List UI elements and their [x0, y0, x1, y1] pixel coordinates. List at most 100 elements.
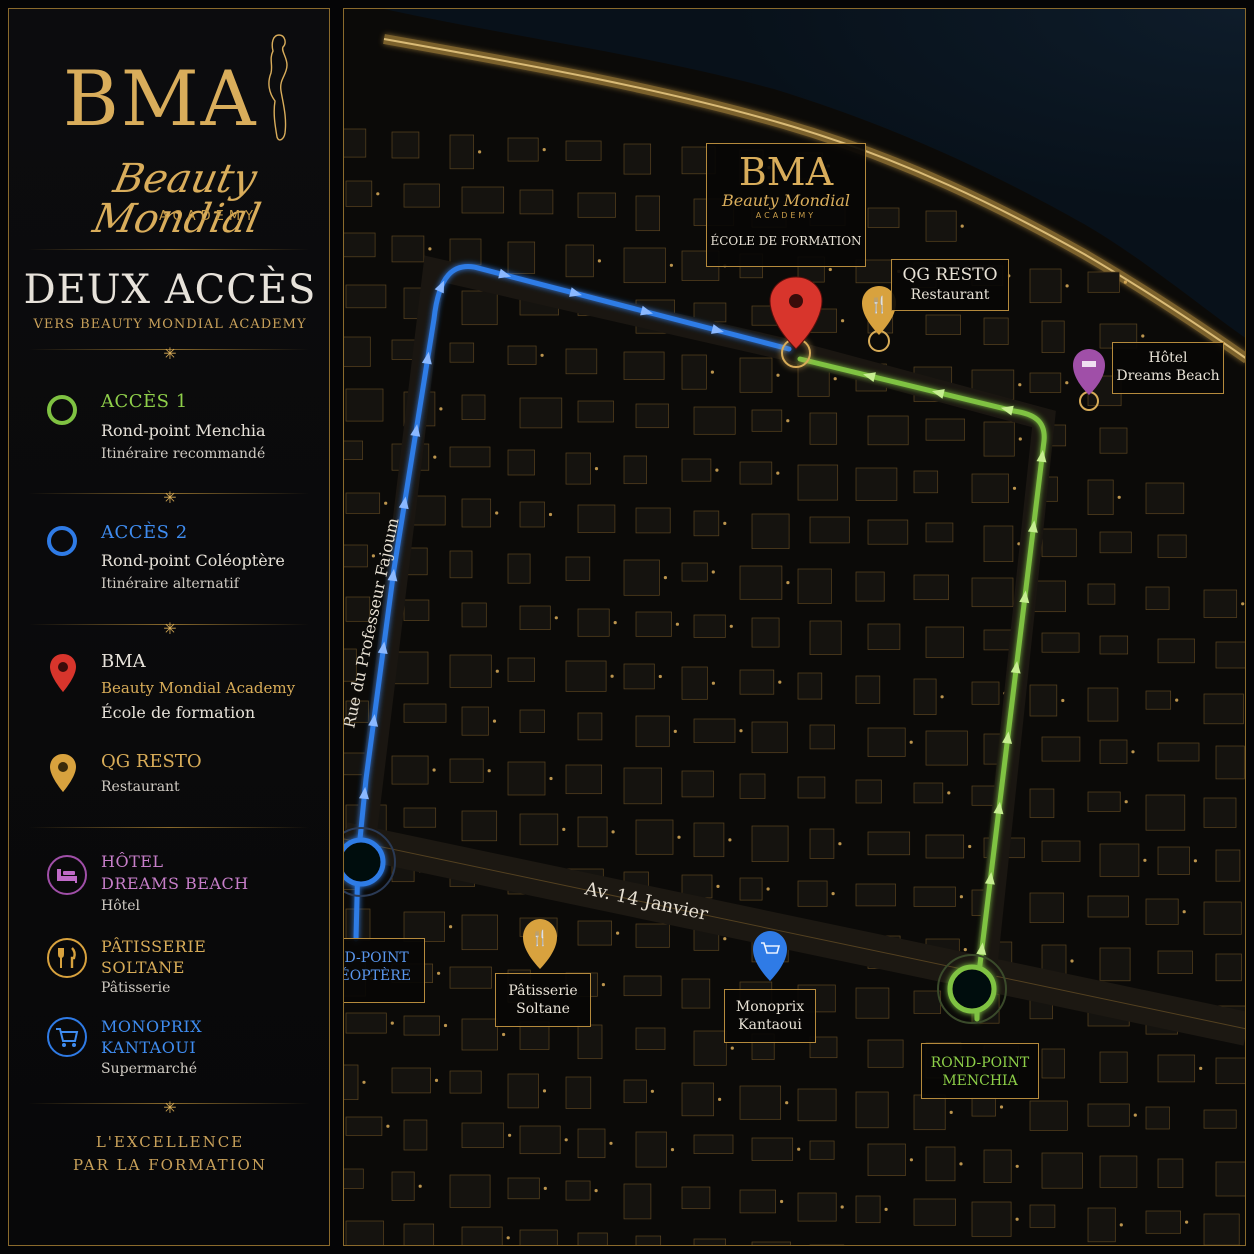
city-block: [577, 1024, 603, 1060]
city-block: [449, 1070, 482, 1094]
street-light: [766, 887, 770, 891]
street-light: [1015, 1217, 1019, 1221]
street-light: [432, 768, 436, 772]
city-block: [1215, 1057, 1245, 1085]
city-block: [344, 648, 357, 682]
city-block: [403, 599, 430, 621]
street-light: [959, 1162, 963, 1166]
legend-patisserie-title1: PÂTISSERIE: [101, 937, 207, 956]
rp-menchia-label[interactable]: ROND-POINT MENCHIA: [921, 1043, 1039, 1099]
city-block: [971, 1097, 996, 1117]
street-light: [597, 259, 601, 263]
city-block: [344, 336, 371, 367]
street-light: [669, 263, 673, 267]
street-light: [609, 1141, 613, 1145]
hotel-label[interactable]: Hôtel Dreams Beach: [1112, 342, 1224, 394]
rp-coleoptere-label[interactable]: ROND-POINT COLÉOPTÈRE: [344, 938, 425, 1003]
bma-card-caption: ÉCOLE DE FORMATION: [710, 234, 862, 248]
city-block: [403, 1119, 428, 1151]
street-light: [650, 1089, 654, 1093]
patisserie-label[interactable]: Pâtisserie Soltane: [495, 973, 591, 1027]
city-block: [635, 611, 672, 637]
route-arrow: [1036, 449, 1047, 463]
city-block: [983, 1149, 1012, 1183]
city-block: [1099, 427, 1128, 454]
city-block: [345, 596, 371, 622]
legend-bma-line2: École de formation: [101, 703, 256, 722]
street-light: [1015, 1164, 1019, 1168]
city-block: [519, 397, 563, 429]
route-arrow: [368, 714, 379, 727]
city-block: [1029, 1100, 1068, 1131]
patisserie-pin[interactable]: 🍴: [523, 919, 557, 969]
street-light: [418, 1184, 422, 1188]
city-map[interactable]: 🍴 🍴 Av. 14 Janvier Rue du Professeur Faj…: [343, 8, 1246, 1246]
city-block: [681, 666, 708, 700]
city-block: [507, 1177, 540, 1200]
qg-resto-label[interactable]: QG RESTO Restaurant: [891, 259, 1009, 311]
legend-access1-line2: Itinéraire recommandé: [101, 446, 266, 462]
city-block: [1041, 1152, 1083, 1189]
street-light: [711, 681, 715, 685]
street-light: [1133, 1113, 1137, 1117]
rp-coleoptere-line1: ROND-POINT: [344, 950, 409, 966]
street-light: [723, 521, 727, 526]
city-block: [681, 770, 714, 798]
legend-monoprix-title2: KANTAOUI: [101, 1038, 197, 1057]
city-block: [1099, 635, 1129, 655]
street-light: [1065, 284, 1069, 288]
city-block: [1145, 482, 1185, 515]
city-block: [867, 727, 906, 757]
roundabout-coleoptere: [344, 827, 396, 897]
legend-access2-title: ACCÈS 2: [101, 522, 188, 543]
street-light: [729, 624, 733, 628]
city-block: [797, 1192, 837, 1222]
street-light: [371, 554, 375, 558]
street-light: [611, 830, 615, 834]
city-block: [623, 975, 662, 997]
city-block: [1029, 372, 1062, 393]
street-light: [1017, 542, 1021, 546]
street-light: [428, 247, 432, 251]
street-light: [386, 1124, 390, 1128]
city-block: [449, 654, 492, 688]
city-block: [1099, 739, 1128, 764]
city-block: [693, 1030, 727, 1066]
city-block: [1099, 843, 1140, 877]
roundabout-menchia: [937, 954, 1007, 1024]
monoprix-label[interactable]: Monoprix Kantaoui: [724, 989, 816, 1043]
bma-card-sub: ACADEMY: [755, 211, 817, 220]
city-block: [971, 473, 1009, 503]
city-block: [461, 1122, 504, 1148]
monoprix-pin[interactable]: [753, 931, 787, 981]
city-block: [1087, 791, 1121, 812]
bma-pin[interactable]: [769, 276, 823, 368]
street-light: [960, 224, 964, 228]
hotel-pin[interactable]: [1073, 349, 1105, 411]
street-light: [594, 467, 599, 471]
bma-card[interactable]: BMA Beauty Mondial ACADEMY ÉCOLE DE FORM…: [706, 143, 866, 267]
city-block: [345, 180, 373, 207]
city-block: [1041, 736, 1081, 762]
map-canvas[interactable]: 🍴 🍴 Av. 14 Janvier Rue du Professeur Faj…: [344, 9, 1246, 1246]
city-block: [1215, 641, 1245, 669]
city-block: [507, 137, 539, 162]
city-block: [391, 1171, 415, 1201]
city-block: [925, 730, 968, 766]
qg-resto-pin[interactable]: 🍴: [862, 286, 896, 352]
city-block: [681, 1082, 714, 1117]
street-light: [1241, 602, 1245, 606]
svg-text:🍴: 🍴: [869, 295, 889, 314]
city-block: [739, 1085, 782, 1120]
city-block: [623, 663, 655, 690]
street-light: [776, 373, 780, 377]
star-icon: ✳: [163, 488, 177, 507]
city-block: [519, 1229, 558, 1245]
city-block: [797, 1088, 837, 1122]
sea: [384, 9, 1245, 338]
legend-patisserie-title2: SOLTANE: [101, 958, 185, 977]
street-light: [841, 319, 845, 323]
city-block: [1157, 638, 1195, 664]
city-block: [403, 703, 447, 723]
street-light: [443, 1023, 448, 1028]
